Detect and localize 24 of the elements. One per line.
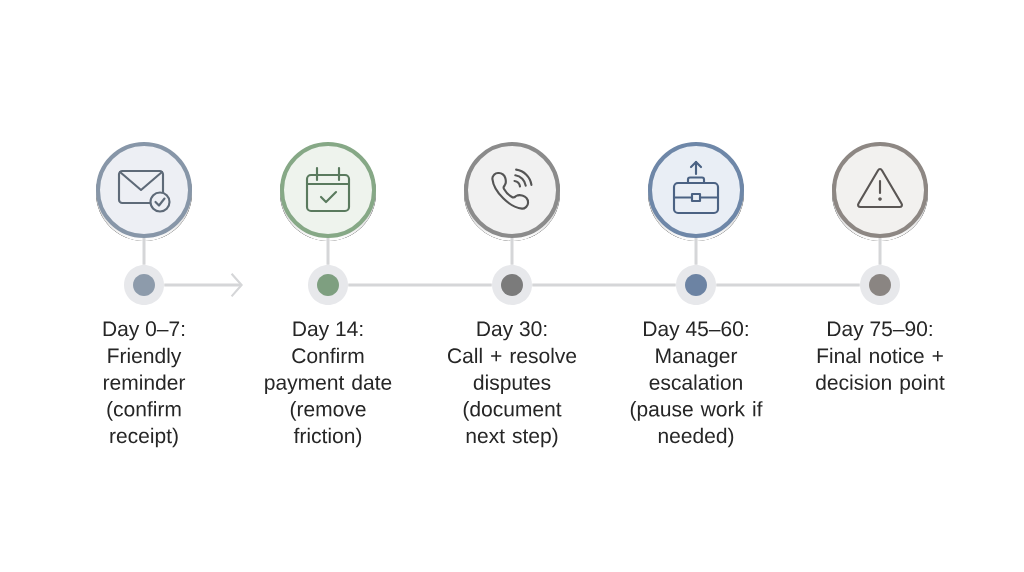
day-heading: Day 45–60:: [644, 321, 748, 341]
connector-line: [532, 283, 676, 287]
arrow: [164, 272, 243, 298]
connector-line: [878, 238, 882, 265]
timeline-dot: [492, 265, 532, 305]
step-description: Call + resolve disputes (document next step): [448, 347, 577, 448]
connector-line: [142, 238, 146, 265]
connector-line: [694, 238, 698, 265]
timeline-dot: [308, 265, 348, 305]
day-heading: Day 30:: [477, 321, 547, 341]
step-description: Confirm payment date (remove friction): [265, 347, 392, 448]
connector-line: [326, 238, 330, 265]
step-description: Manager escalation (pause work if needed): [630, 348, 763, 448]
timeline-dot: [676, 265, 716, 305]
day-heading: Day 14:: [293, 321, 363, 341]
timeline-dot: [860, 265, 900, 305]
day-heading: Day 0–7:: [103, 321, 185, 341]
step-description: Friendly reminder (confirm receipt): [103, 347, 186, 448]
day-heading: Day 75–90:: [828, 321, 932, 341]
connector-line: [716, 283, 860, 287]
connector-line: [348, 283, 492, 287]
step-description: Final notice + decision point: [816, 347, 945, 394]
timeline-dot: [124, 265, 164, 305]
connector-line: [510, 238, 514, 265]
